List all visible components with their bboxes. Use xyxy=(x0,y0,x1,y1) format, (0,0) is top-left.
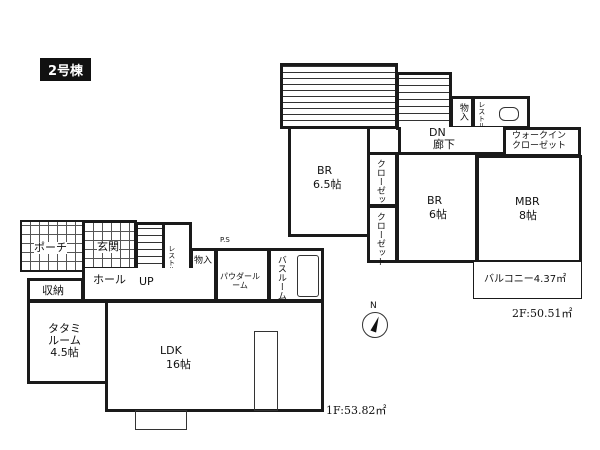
north-label: N xyxy=(370,301,377,311)
master-bedroom: MBR 8帖 xyxy=(476,155,582,263)
bathtub-icon xyxy=(297,255,319,297)
step xyxy=(135,410,187,430)
toilet-icon xyxy=(499,107,519,121)
bedroom-6-5: BR 6.5帖 xyxy=(288,126,370,237)
tatami-room: タタミ ルーム 4.5帖 xyxy=(27,300,110,384)
stairs-2f xyxy=(396,72,452,130)
storage-2f: 物入 xyxy=(450,96,474,129)
porch: ポーチ xyxy=(20,220,84,272)
closet-1f: 収納 xyxy=(27,278,84,302)
floor1-area: 1F:53.82㎡ xyxy=(326,404,387,417)
balcony: バルコニー4.37㎡ xyxy=(473,261,582,299)
walk-in-closet: ウォークイン クローゼット xyxy=(503,127,581,157)
bedroom-6: BR 6帖 xyxy=(396,152,478,263)
powder-room-label: パウダールーム xyxy=(220,272,260,290)
kitchen-counter xyxy=(254,331,278,411)
roof-area xyxy=(280,63,398,129)
floor2-area: 2F:50.51㎡ xyxy=(512,307,573,320)
closet-1: クローゼット xyxy=(367,152,398,213)
bathroom: バスルーム xyxy=(268,248,324,302)
closet-2: クローゼット xyxy=(367,205,398,266)
hall-2f: DN 廊下 xyxy=(398,126,506,155)
hall-1f: ホール UP xyxy=(82,268,217,302)
ldk: LDK 16帖 xyxy=(105,300,324,412)
building-label: 2号棟 xyxy=(40,58,92,81)
entrance: 玄関 xyxy=(82,220,137,270)
powder-room: パウダールーム xyxy=(215,248,270,302)
restroom-2f: レストルーム xyxy=(472,96,530,143)
pipe-space-label: P.S xyxy=(220,236,230,244)
north-compass-icon xyxy=(362,312,388,338)
